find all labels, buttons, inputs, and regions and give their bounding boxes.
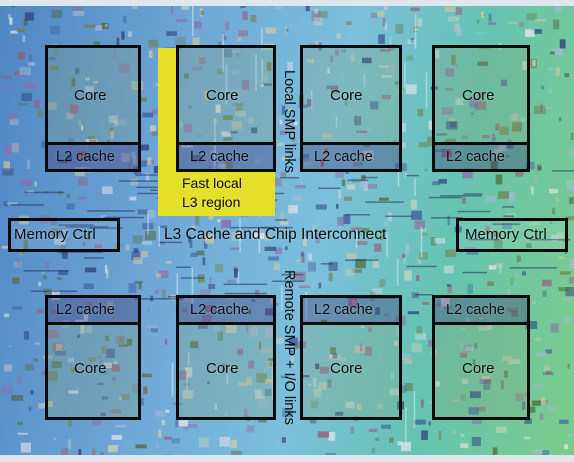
core-label: Core [74,88,107,103]
memory-ctrl-label-left: Memory Ctrl [14,227,96,242]
l2-cache-label: L2 cache [314,150,373,165]
l2-cache-label: L2 cache [190,150,249,165]
l2-cache-label: L2 cache [56,150,115,165]
l2-cache-label: L2 cache [446,303,505,318]
core-label: Core [462,361,495,376]
die-top-edge [0,0,574,6]
l2-cache-label: L2 cache [446,150,505,165]
l3-interconnect-label: L3 Cache and Chip Interconnect [164,227,386,243]
l2-cache-label: L2 cache [56,303,115,318]
local-smp-links-label: Local SMP links [280,70,296,180]
memory-ctrl-label-right: Memory Ctrl [465,227,547,242]
core-label: Core [330,361,363,376]
remote-smp-io-links-label: Remote SMP + I/O links [280,270,296,430]
die-bottom-edge [0,455,574,462]
fast-l3-label-line2: L3 region [182,195,240,209]
core-label: Core [330,88,363,103]
core-label: Core [74,361,107,376]
l2-cache-label: L2 cache [190,303,249,318]
core-label: Core [206,361,239,376]
core-label: Core [462,88,495,103]
core-label: Core [206,88,239,103]
fast-l3-label-line1: Fast local [182,176,242,190]
l2-cache-label: L2 cache [314,303,373,318]
